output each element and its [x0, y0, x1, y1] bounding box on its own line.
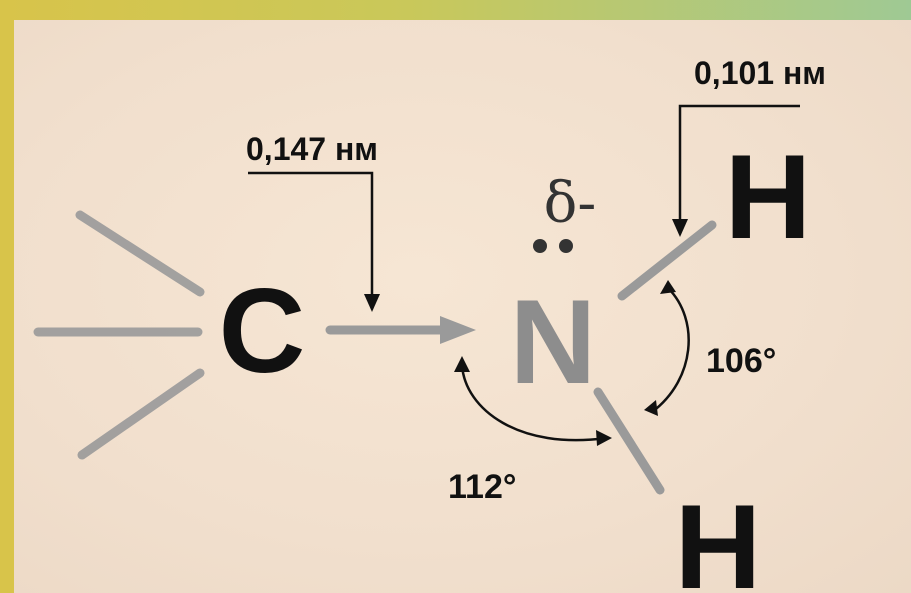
hydrogen-upper-atom: H: [725, 130, 812, 264]
cn-bond-length-label: 0,147 нм: [246, 131, 378, 167]
nitrogen-atom: N: [510, 275, 597, 409]
bond-n-h-lower: [593, 387, 665, 495]
bond-c-lower: [77, 368, 205, 460]
angle-arc-106: [644, 280, 690, 416]
lone-pair-dots: [533, 239, 573, 253]
hnh-angle-label: 106°: [706, 342, 776, 380]
cn-bond-arrow: [325, 316, 476, 344]
cnh-angle-label: 112°: [448, 468, 516, 506]
angle-arc-112: [454, 356, 612, 446]
carbon-bonds: [33, 210, 205, 460]
bond-n-h-upper: [617, 220, 717, 301]
carbon-atom: C: [219, 264, 306, 398]
partial-charge-label: δ-: [544, 171, 597, 236]
nh-bonds: [593, 220, 717, 495]
nh-bond-length-label: 0,101 нм: [694, 55, 826, 91]
hydrogen-lower-atom: H: [675, 480, 762, 593]
nh-length-leader: [672, 104, 800, 237]
diagram-panel: [14, 20, 911, 593]
bond-c-upper: [75, 210, 205, 297]
cn-length-leader: [248, 171, 380, 312]
